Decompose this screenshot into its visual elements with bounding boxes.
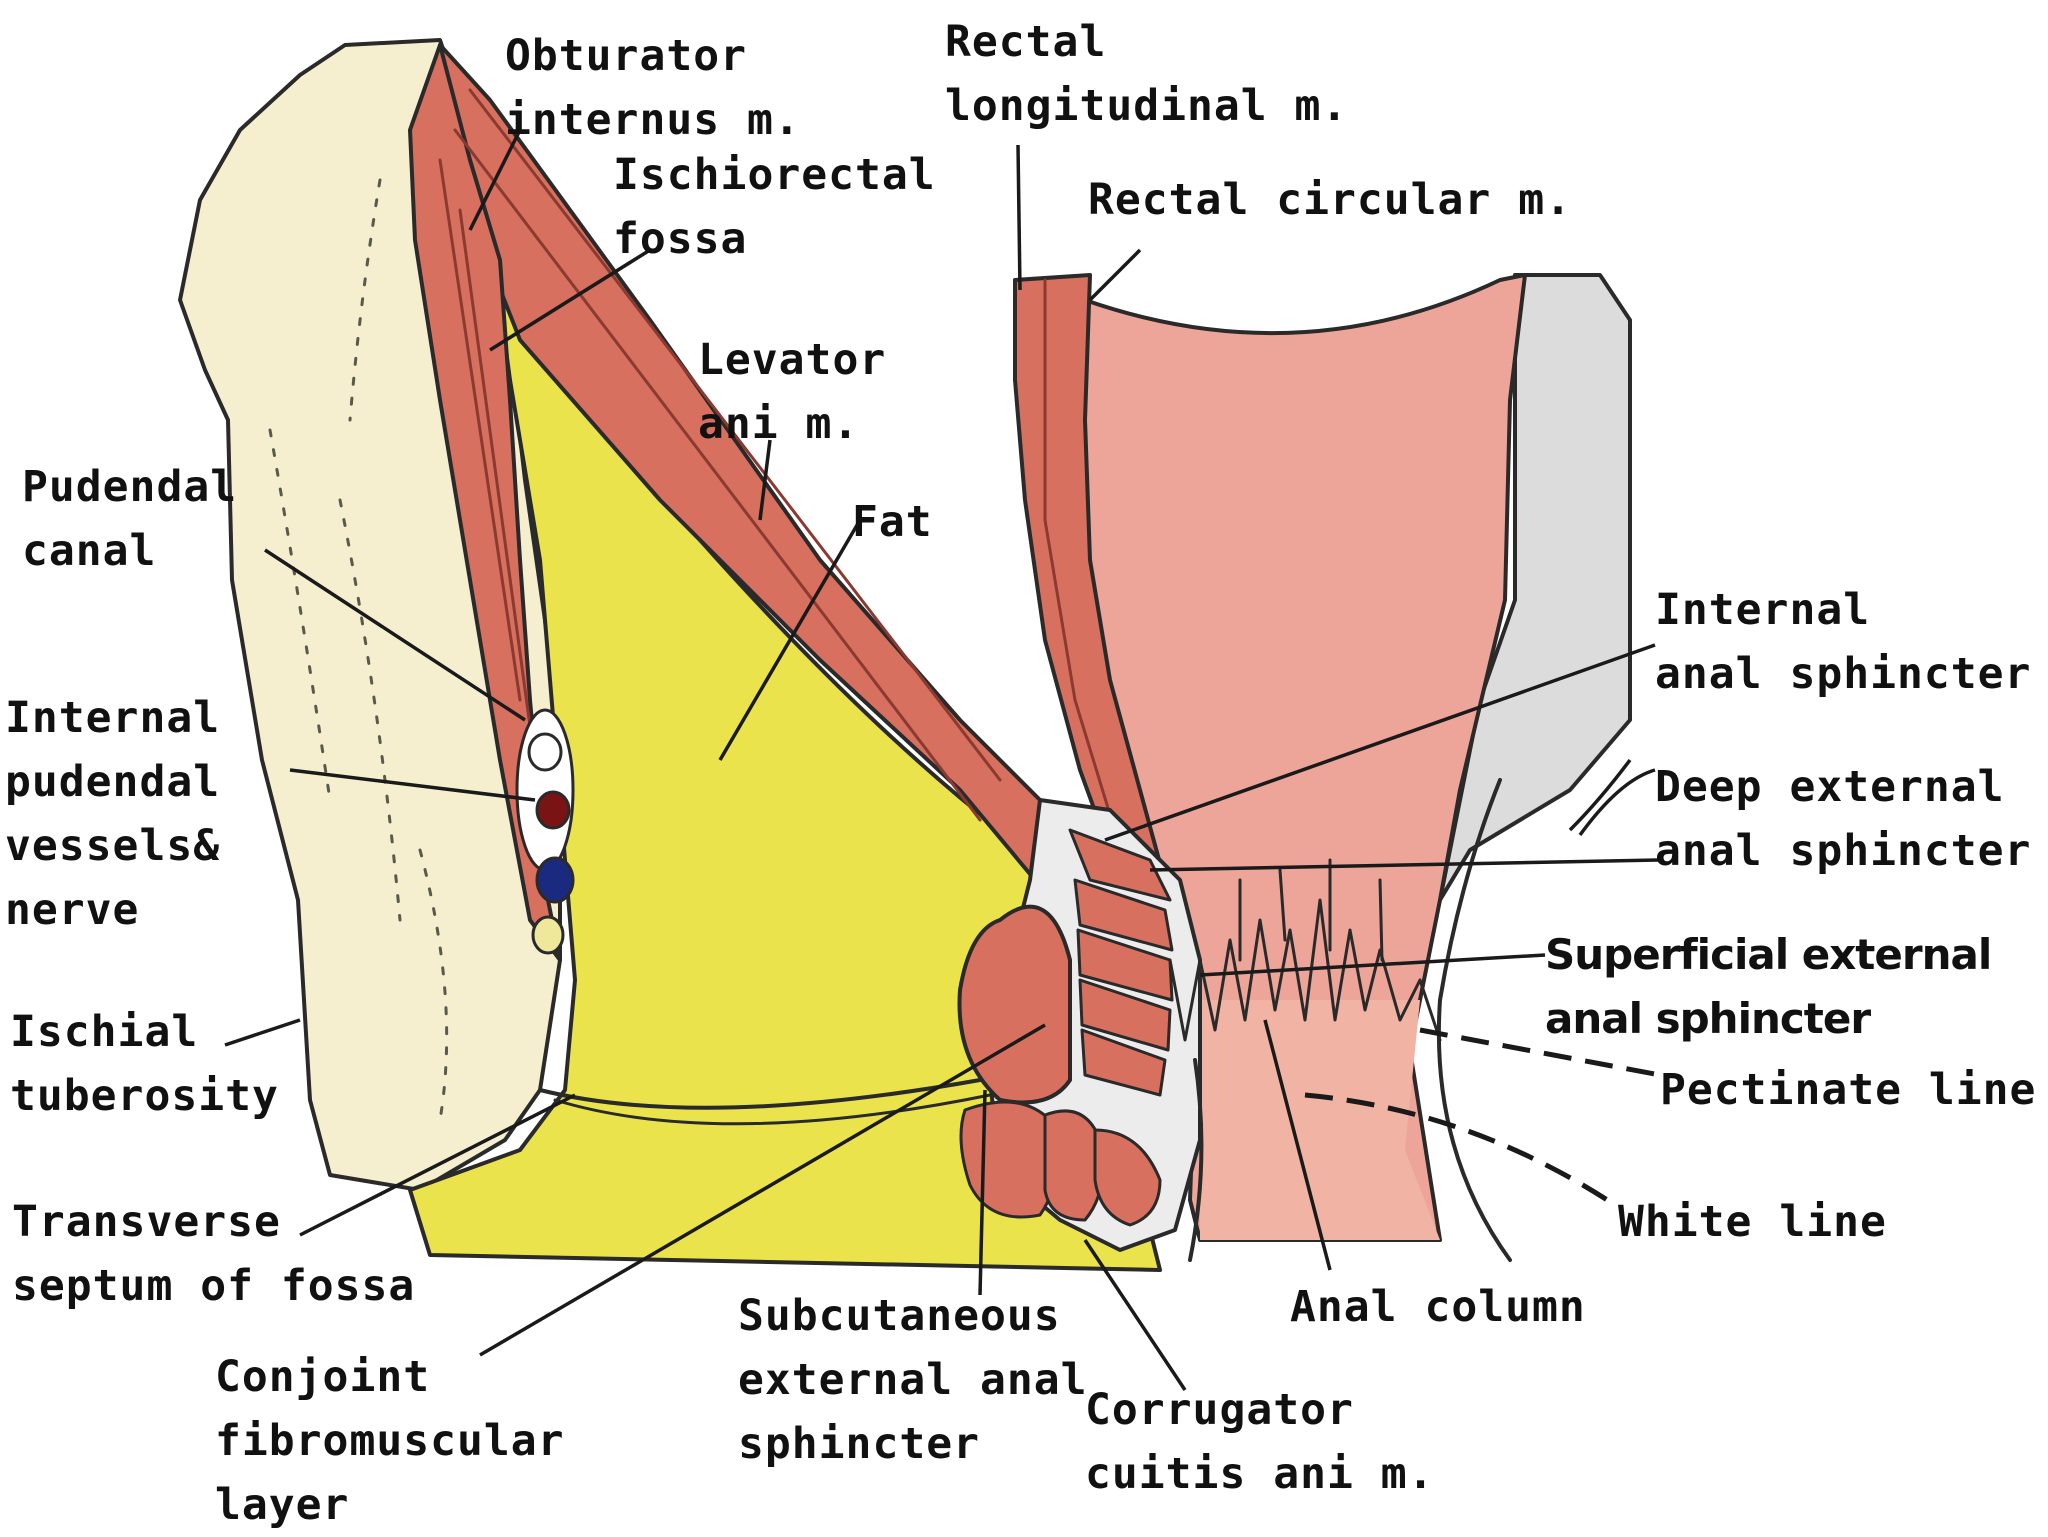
leader-ischiorectal xyxy=(489,248,651,352)
label-ischial-tuberosity: Ischial tuberosity xyxy=(10,1000,279,1128)
label-line: layer xyxy=(215,1480,350,1530)
leader-obturator xyxy=(468,129,522,231)
label-line: Levator xyxy=(698,335,887,385)
superficial-external-sphincter xyxy=(957,904,1072,1105)
label-white-line: White line xyxy=(1618,1190,1887,1254)
label-line: Superficial external xyxy=(1545,930,1992,979)
anal-wall-left-lower xyxy=(1188,1058,1204,1262)
label-line: Pudendal xyxy=(22,462,238,512)
label-line: Ischiorectal xyxy=(613,150,936,200)
label-subcutaneous-external: Subcutaneous external anal sphincter xyxy=(738,1284,1088,1476)
artery-dot xyxy=(535,790,571,830)
leader-rectal-long xyxy=(1016,144,1022,291)
leader-levator xyxy=(758,439,772,521)
label-ischiorectal-fossa: Ischiorectal fossa xyxy=(613,143,936,271)
label-internal-anal-sphincter: Internal anal sphincter xyxy=(1655,578,2031,706)
label-line: vessels& xyxy=(5,821,221,871)
leader-deep-external xyxy=(1149,858,1661,872)
rectal-wall-fiber xyxy=(1043,278,1132,882)
vein-dot xyxy=(527,732,563,772)
label-line: White line xyxy=(1618,1197,1887,1247)
label-pudendal-canal: Pudendal canal xyxy=(22,455,237,583)
leader-fat xyxy=(718,519,862,761)
label-line: Rectal xyxy=(945,17,1107,67)
transverse-septum-line xyxy=(538,1078,982,1110)
leader-internal-arc xyxy=(1568,758,1632,832)
label-line: tuberosity xyxy=(10,1071,279,1121)
label-line: ani m. xyxy=(698,399,860,449)
label-fat: Fat xyxy=(852,490,933,554)
label-line: Rectal circular m. xyxy=(1088,175,1572,225)
anal-canal-lower xyxy=(1200,1000,1440,1240)
leader-subcutaneous xyxy=(978,1089,987,1296)
nerve-dot xyxy=(531,915,565,955)
label-line: Anal column xyxy=(1290,1282,1586,1332)
label-line: Internal xyxy=(5,693,221,743)
label-line: Corrugator xyxy=(1085,1385,1354,1435)
label-line: Internal xyxy=(1655,585,1871,635)
label-line: internus m. xyxy=(505,95,801,145)
label-line: Pectinate line xyxy=(1660,1065,2037,1115)
label-line: canal xyxy=(22,526,157,576)
label-pectinate-line: Pectinate line xyxy=(1660,1058,2036,1122)
label-line: cuitis ani m. xyxy=(1085,1449,1435,1499)
label-line: longitudinal m. xyxy=(945,81,1349,131)
label-rectal-circular: Rectal circular m. xyxy=(1088,168,1572,232)
drawing xyxy=(178,38,1632,1272)
label-line: nerve xyxy=(5,885,140,935)
label-line: anal sphincter xyxy=(1655,649,2032,699)
label-line: Deep external xyxy=(1655,762,2005,812)
label-line: septum of fossa xyxy=(12,1261,416,1311)
label-line: fibromuscular xyxy=(215,1416,565,1466)
label-corrugator: Corrugator cuitis ani m. xyxy=(1085,1378,1435,1506)
obturator-internus-muscle xyxy=(408,43,562,962)
leader-superficial xyxy=(1199,953,1546,977)
leader-internal-pudendal xyxy=(289,768,536,802)
vein-blue-dot xyxy=(535,856,575,904)
label-line: anal sphincter xyxy=(1655,826,2032,876)
anal-wall-back xyxy=(1438,273,1632,902)
anal-wall-right xyxy=(1436,778,1512,1262)
internal-sphincter-bands xyxy=(1068,828,1174,1097)
leader-lines xyxy=(224,129,1661,1391)
label-line: fossa xyxy=(613,214,748,264)
leader-transverse xyxy=(299,1093,576,1237)
leader-internal-sphincter xyxy=(1104,643,1656,842)
leader-pudendal-canal xyxy=(264,548,526,722)
label-line: anal sphincter xyxy=(1545,994,1871,1043)
label-line: Fat xyxy=(852,497,933,547)
label-deep-external: Deep external anal sphincter xyxy=(1655,755,2031,883)
leader-deep-external-arc xyxy=(1578,768,1656,837)
label-rectal-longitudinal: Rectal longitudinal m. xyxy=(945,10,1348,138)
white-line-dash xyxy=(1304,1092,1617,1208)
label-line: Conjoint xyxy=(215,1352,431,1402)
bone-texture xyxy=(268,178,449,1122)
label-line: pudendal xyxy=(5,757,221,807)
label-internal-pudendal: Internal pudendal vessels& nerve xyxy=(5,686,220,942)
label-superficial-external: Superficial external anal sphincter xyxy=(1545,923,1992,1051)
label-transverse-septum: Transverse septum of fossa xyxy=(12,1190,415,1318)
label-anal-column: Anal column xyxy=(1290,1275,1586,1339)
anal-columns xyxy=(1168,898,1442,1042)
dashed-lines xyxy=(1304,1027,1661,1208)
leader-ischial xyxy=(224,1018,301,1047)
label-line: sphincter xyxy=(738,1419,980,1469)
label-line: external anal xyxy=(738,1355,1088,1405)
leader-corrugator xyxy=(1083,1239,1187,1391)
leader-conjoint xyxy=(479,1023,1046,1357)
label-line: Transverse xyxy=(12,1197,281,1247)
label-obturator-internus: Obturator internus m. xyxy=(505,24,801,152)
anal-columns-2 xyxy=(1238,858,1384,962)
transverse-septum-line-2 xyxy=(553,1093,992,1126)
leader-rectal-circular xyxy=(1088,248,1142,302)
muscle-fibers xyxy=(438,88,1002,822)
label-conjoint-layer: Conjoint fibromuscular layer xyxy=(215,1345,565,1537)
label-levator-ani: Levator ani m. xyxy=(698,328,886,456)
pudendal-vessels xyxy=(515,708,575,955)
label-line: Subcutaneous xyxy=(738,1291,1061,1341)
label-line: Ischial xyxy=(10,1007,199,1057)
leader-anal-column xyxy=(1263,1019,1332,1271)
label-line: Obturator xyxy=(505,31,747,81)
